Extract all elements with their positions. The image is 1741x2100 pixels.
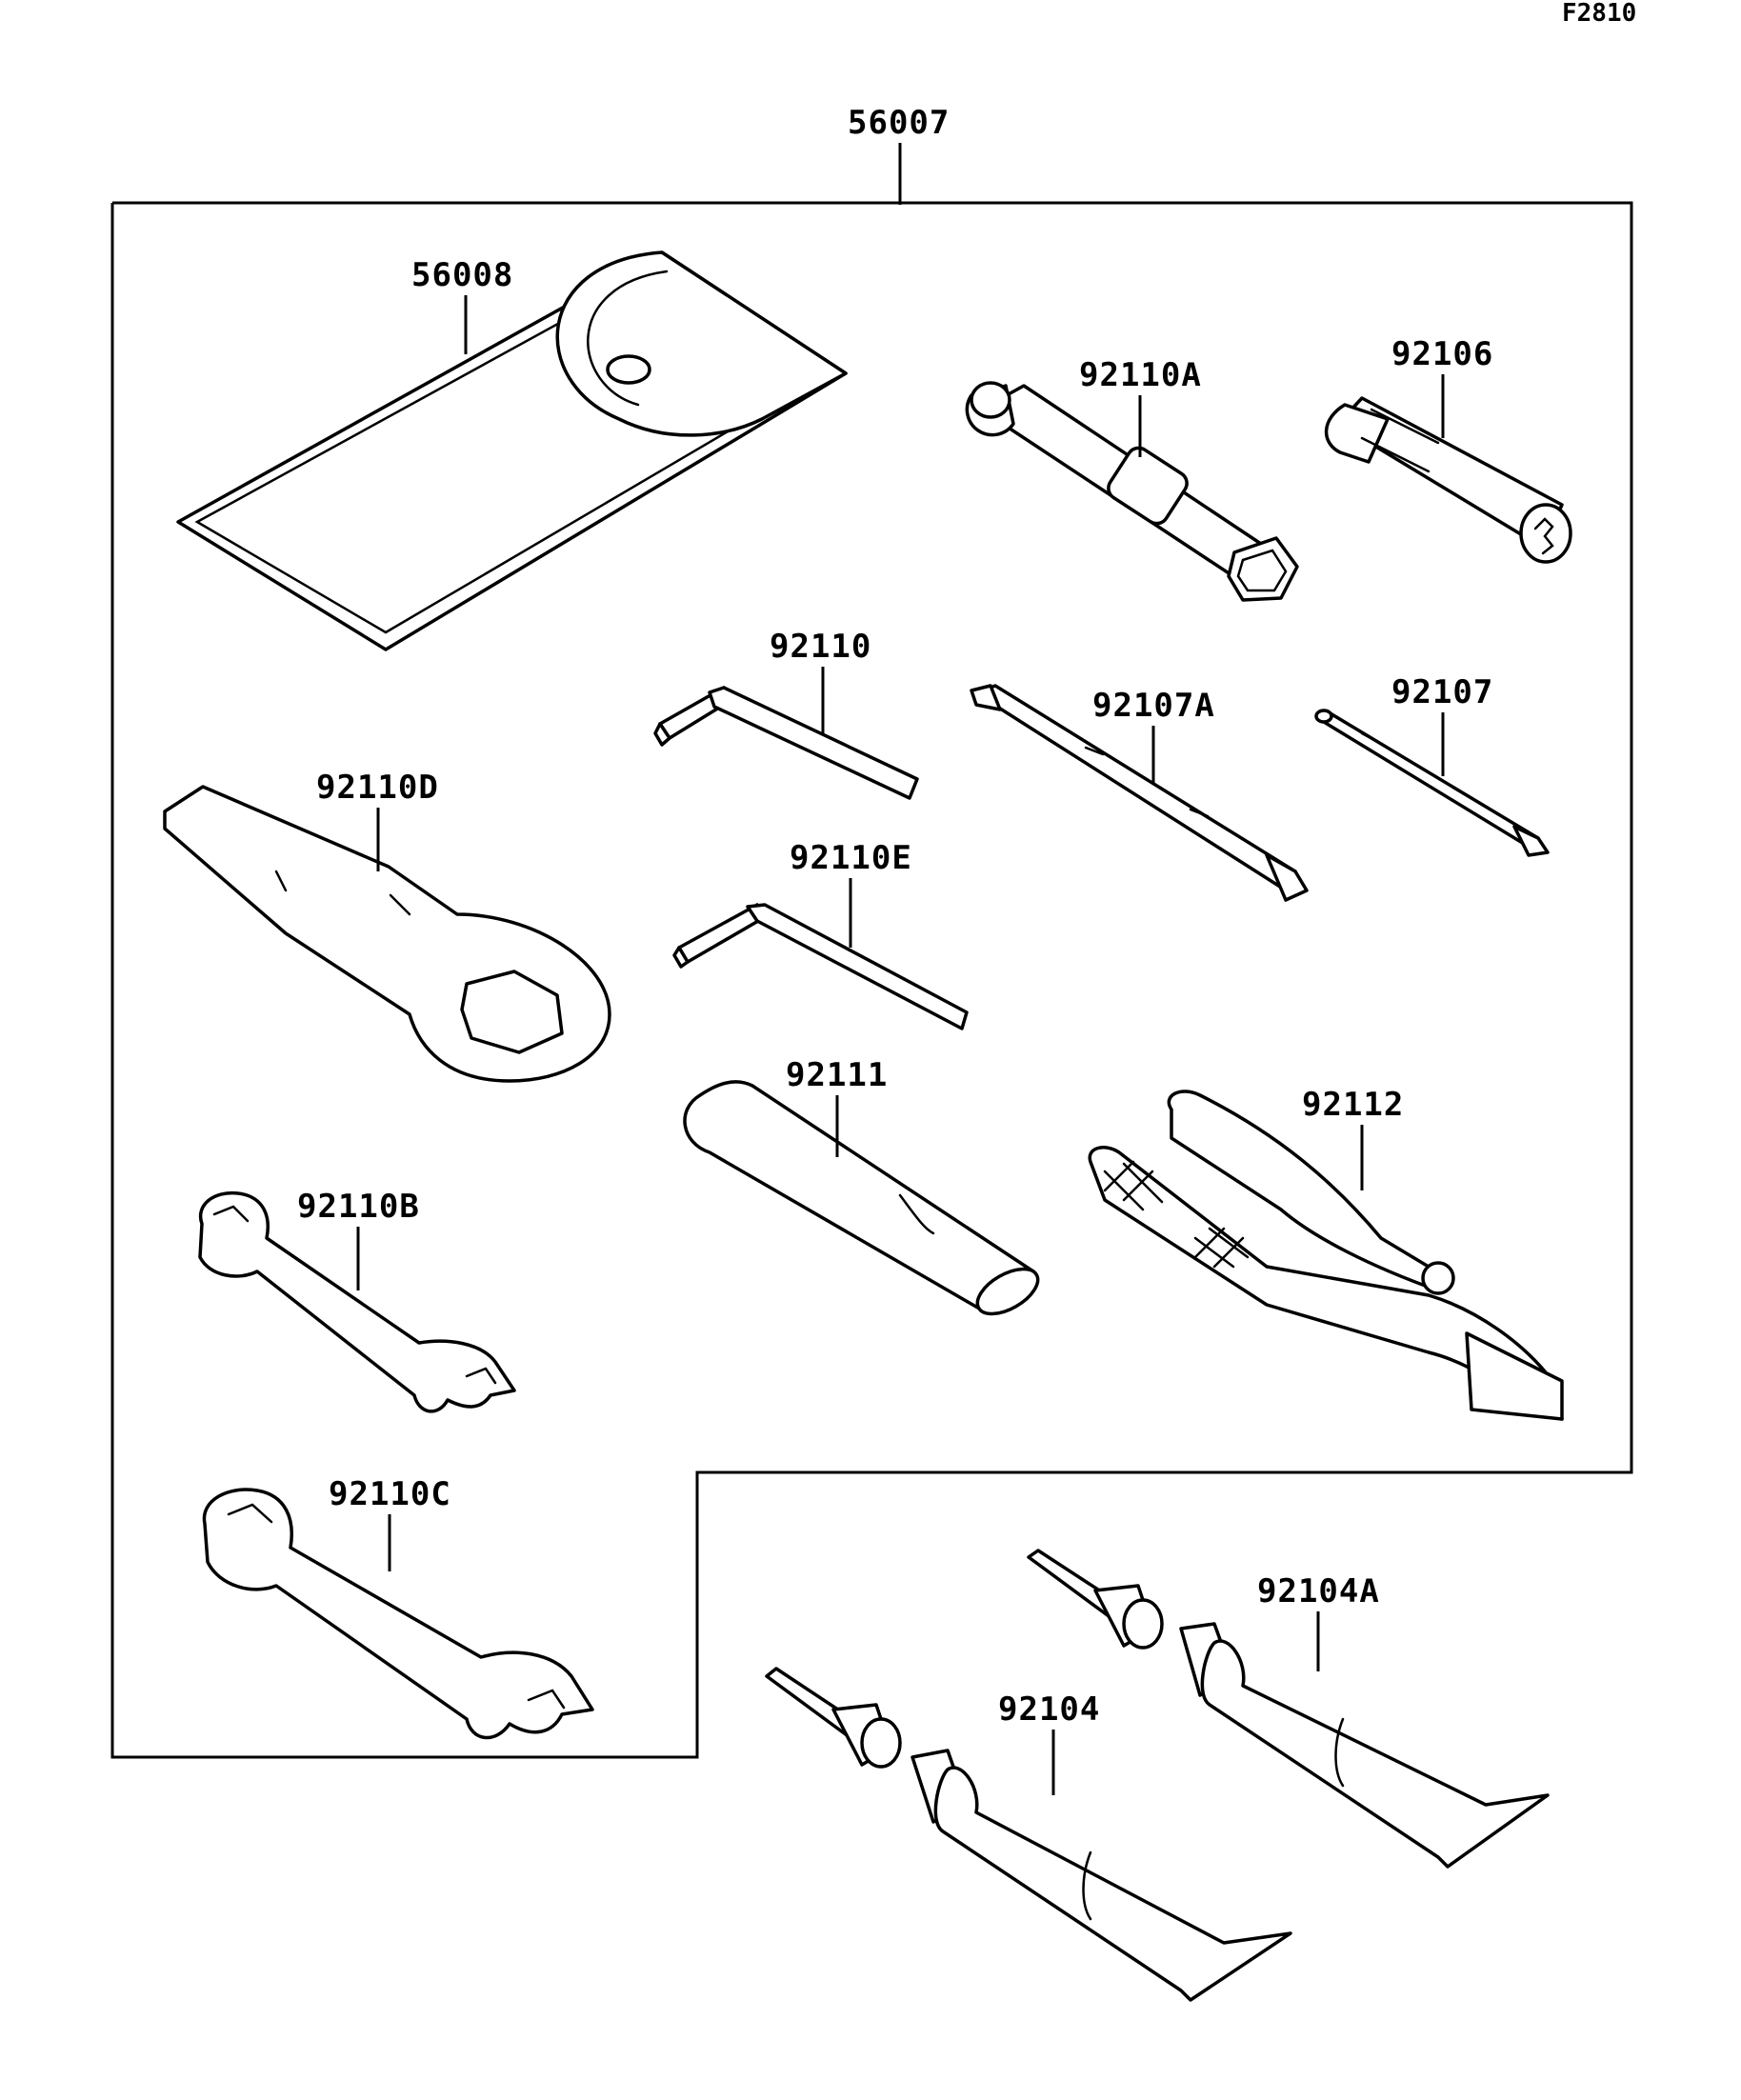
tube-handle-92111-drawing	[683, 1080, 1040, 1316]
kit-outline	[110, 201, 1633, 1759]
hex-key-92110-drawing	[653, 686, 919, 800]
label-92107A[interactable]: 92107A	[1092, 687, 1215, 725]
figure-id: F2810	[1562, 0, 1636, 28]
label-56007[interactable]: 56007	[848, 104, 950, 142]
label-92104A[interactable]: 92104A	[1257, 1572, 1380, 1610]
label-92110D[interactable]: 92110D	[316, 769, 439, 807]
handle-92106-drawing	[1324, 396, 1572, 564]
pliers-92112-drawing	[1088, 1090, 1564, 1421]
label-92110B[interactable]: 92110B	[297, 1188, 420, 1226]
ring-spanner-92110D-drawing	[163, 785, 611, 1083]
open-wrench-92110B-drawing	[198, 1190, 516, 1413]
label-92107[interactable]: 92107	[1391, 673, 1493, 711]
tool-bag-drawing	[176, 250, 848, 651]
label-92111[interactable]: 92111	[786, 1056, 888, 1094]
label-92106[interactable]: 92106	[1391, 335, 1493, 373]
grease-tube-92104A-drawing	[1027, 1549, 1550, 1869]
label-92110[interactable]: 92110	[770, 628, 871, 666]
grease-tube-92104-drawing	[765, 1667, 1292, 2002]
label-92104[interactable]: 92104	[998, 1690, 1100, 1729]
label-92112[interactable]: 92112	[1302, 1086, 1404, 1124]
label-92110C[interactable]: 92110C	[329, 1475, 451, 1513]
open-wrench-92110C-drawing	[202, 1488, 594, 1740]
label-56008[interactable]: 56008	[411, 256, 513, 294]
screwdriver-bit-92107-drawing	[1314, 709, 1550, 857]
label-92110A[interactable]: 92110A	[1079, 356, 1202, 394]
label-92110E[interactable]: 92110E	[790, 839, 912, 877]
screwdriver-bit-92107A-drawing	[970, 684, 1309, 902]
hex-key-92110E-drawing	[672, 903, 969, 1030]
box-wrench-92110A-drawing	[965, 381, 1299, 602]
